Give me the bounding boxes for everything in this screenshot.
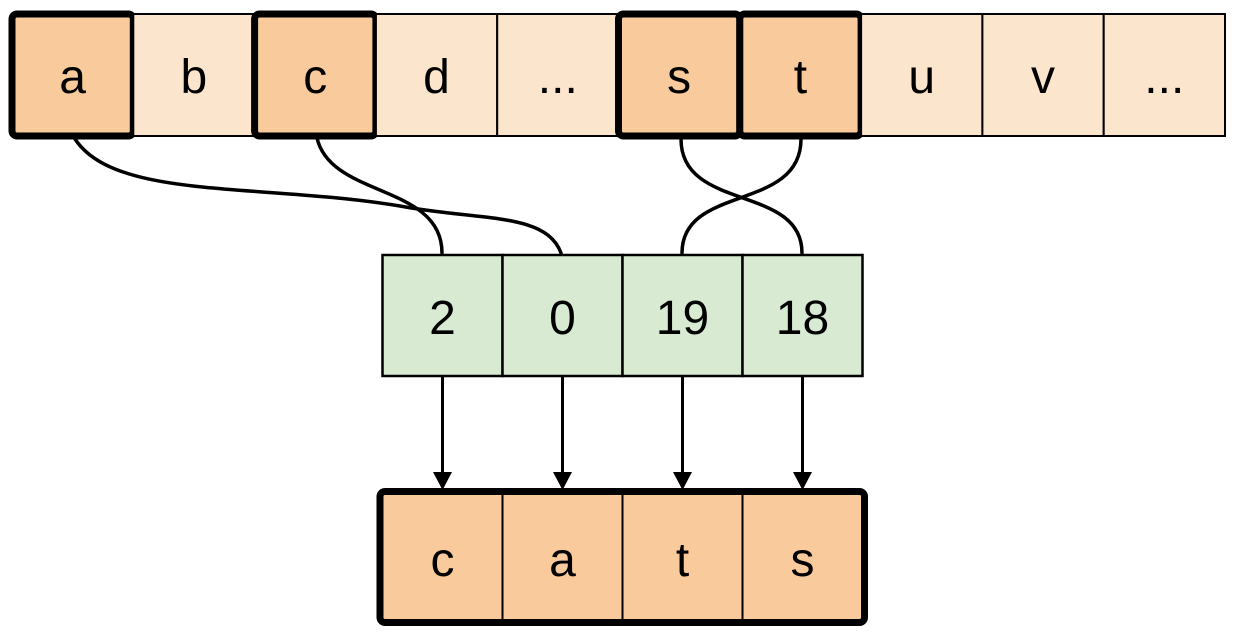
alphabet-cell-box (860, 13, 984, 137)
output-array: c a t s (376, 488, 868, 626)
down-arrow-4 (793, 377, 812, 490)
alphabet-cell-b: b (132, 13, 256, 137)
arrow-head-icon (433, 472, 452, 490)
down-arrow-1 (433, 377, 452, 490)
index-cell-label: 2 (429, 292, 456, 345)
output-cell-label: s (791, 534, 815, 587)
down-arrow-3 (673, 377, 692, 490)
index-cell-19: 19 (621, 253, 744, 378)
index-cell-label: 18 (776, 292, 829, 345)
output-array-frame (376, 488, 868, 626)
arrow-head-icon (553, 472, 572, 490)
index-cell-18: 18 (741, 253, 864, 378)
index-cell-box (381, 253, 504, 378)
output-cell-label: c (431, 534, 455, 587)
letter-to-index-curves (73, 136, 804, 255)
output-cell-label: a (549, 534, 576, 587)
alphabet-cell-t: t (736, 10, 865, 140)
alphabet-cell-box (981, 13, 1105, 137)
index-cell-label: 0 (549, 292, 576, 345)
alphabet-cell-d: d (374, 13, 499, 137)
alphabet-cell-ellipsis-1: ... (496, 13, 620, 137)
output-cell-s: s (741, 493, 864, 621)
output-cell-t: t (621, 493, 744, 621)
alphabet-cell-box (1102, 13, 1226, 137)
alphabet-cell-box (132, 13, 256, 137)
index-cell-label: 19 (656, 292, 709, 345)
alphabet-cell-label: u (908, 51, 935, 104)
output-cell-label: t (676, 534, 689, 587)
alphabet-cell-label: ... (1144, 51, 1184, 104)
alphabet-cell-v: v (981, 13, 1105, 137)
alphabet-cell-label: d (423, 51, 450, 104)
alphabet-cell-a: a (8, 10, 137, 140)
alphabet-cell-c: c (251, 10, 380, 140)
alphabet-cell-label: b (181, 51, 208, 104)
index-cell-box (741, 253, 864, 378)
arrow-head-icon (673, 472, 692, 490)
index-array: 2 0 19 18 (381, 253, 864, 378)
alphabet-array: a b c d ... s t u (8, 10, 1226, 140)
alphabet-cell-label: v (1031, 51, 1055, 104)
index-cell-box (621, 253, 744, 378)
arrow-head-icon (793, 472, 812, 490)
alphabet-cell-label: a (59, 51, 86, 104)
index-to-output-arrows (433, 377, 812, 490)
curve-c-to-2 (315, 136, 444, 255)
alphabet-cell-label: t (794, 51, 807, 104)
alphabet-cell-ellipsis-2: ... (1102, 13, 1226, 137)
curve-t-to-19 (680, 137, 803, 255)
alphabet-cell-s: s (615, 10, 744, 140)
alphabet-cell-label: c (303, 51, 327, 104)
index-cell-2: 2 (381, 253, 504, 378)
down-arrow-2 (553, 377, 572, 490)
alphabet-cell-u: u (860, 13, 984, 137)
curve-a-to-0 (73, 137, 563, 255)
output-cell-c: c (381, 493, 504, 621)
index-cell-0: 0 (501, 253, 624, 378)
output-cell-a: a (501, 493, 624, 621)
alphabet-cell-label: ... (538, 51, 578, 104)
alphabet-cell-label: s (667, 51, 691, 104)
